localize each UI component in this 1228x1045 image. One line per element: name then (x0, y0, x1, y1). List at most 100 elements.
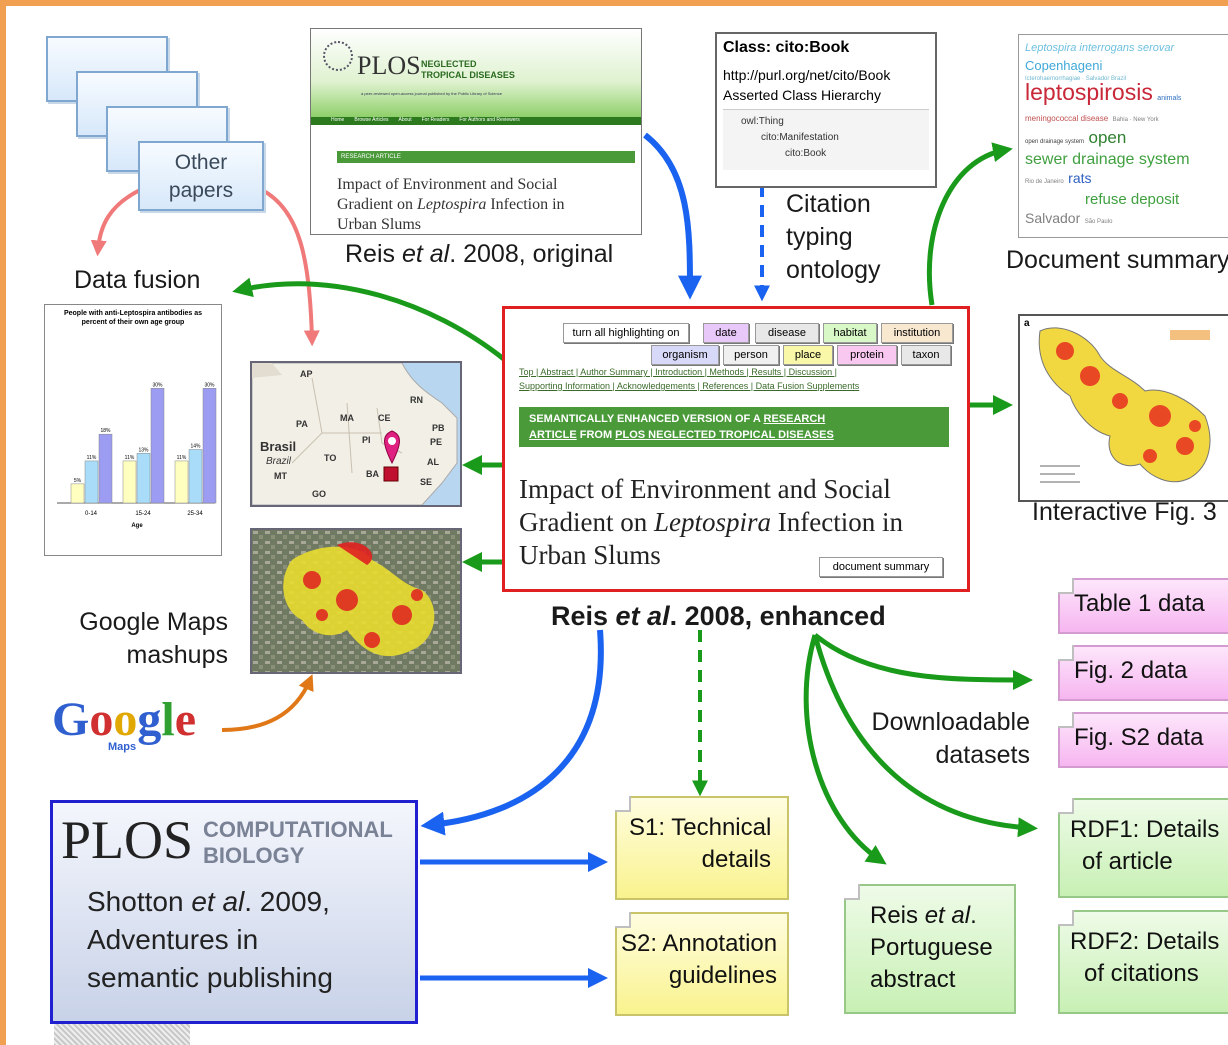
google-maps-mashup[interactable] (250, 528, 462, 674)
map-state-label: TO (324, 453, 336, 463)
map-country-sub: Brazil (266, 456, 292, 467)
category-label: 0-14 (85, 511, 98, 517)
enhanced-title-2b: Leptospira (653, 507, 771, 537)
highlight-tag[interactable]: date (703, 323, 749, 343)
arrow-google-to-mashup (221, 674, 314, 732)
google-logo-letter: l (161, 693, 175, 746)
arrow-to-portuguese (803, 634, 887, 865)
bar-value-label: 11% (125, 455, 135, 461)
cloud-word: open drainage system (1025, 139, 1085, 145)
google-maps-logo: Google (52, 692, 196, 747)
map-state-label: SE (420, 477, 432, 487)
interactive-fig-caption: Interactive Fig. 3 (1032, 498, 1217, 526)
bar (202, 388, 217, 504)
s2-line2: guidelines (668, 962, 777, 989)
enhanced-title-2a: Gradient on (519, 507, 654, 537)
cito-caption-2: typing (786, 223, 853, 251)
document-summary-button[interactable]: document summary (819, 557, 943, 577)
caption-part: . 2008, original (449, 240, 614, 268)
caption-part: et al (615, 601, 670, 631)
cito-hierarchy-title: Asserted Class Hierarchy (723, 87, 881, 103)
fig-panel-label: a (1024, 318, 1030, 329)
map-pin-icon (383, 430, 400, 482)
mashup-heatmap-svg (252, 530, 460, 672)
cloud-word: Salvador (1025, 210, 1081, 226)
google-caption-1: Google Maps (79, 608, 228, 636)
banner-link[interactable]: RESEARCH (763, 413, 826, 425)
cloud-word: sewer drainage system (1025, 151, 1190, 168)
nav-item[interactable]: About (398, 117, 412, 123)
cloud-word: Copenhageni (1025, 58, 1103, 73)
s1-line1: S1: Technical (629, 814, 772, 841)
rdf1-line2: of article (1082, 848, 1173, 875)
data-fusion-label: Data fusion (74, 266, 201, 294)
highlight-tag[interactable]: taxon (901, 345, 951, 365)
section-links-1[interactable]: Top | Abstract | Author Summary | Introd… (519, 367, 837, 377)
tree-node: cito:Manifestation (761, 132, 839, 143)
tree-node: cito:Book (785, 148, 827, 159)
nav-item[interactable]: For Authors and Reviewers (459, 117, 520, 123)
section-links-2[interactable]: Supporting Information | Acknowledgement… (519, 381, 860, 391)
portuguese-abstract[interactable]: Reis et al. Portuguese abstract (844, 884, 1016, 1014)
plos-logo-icon (323, 41, 353, 71)
enhanced-title-2c: Infection in (771, 507, 903, 537)
s1-technical-details[interactable]: S1: Technical details (615, 796, 789, 900)
cito-class-title: Class: cito:Book (723, 39, 850, 56)
document-summary-caption: Document summary (1006, 246, 1228, 274)
bar (98, 433, 113, 504)
s2-annotation-guidelines[interactable]: S2: Annotation guidelines (615, 912, 789, 1016)
plos-comp-line1a: Shotton (87, 886, 192, 917)
bar-value-label: 5% (74, 478, 82, 484)
cloud-word: Icterohaemorrhagiae · Salvador Brazil (1025, 76, 1127, 82)
cloud-word: Rio de Janeiro (1025, 179, 1064, 185)
highlight-tag[interactable]: place (783, 345, 833, 365)
interactive-fig3[interactable]: a (1018, 314, 1228, 502)
cloud-word: rats (1068, 170, 1092, 186)
rdf1-details-of-article[interactable]: RDF1: Details of article (1058, 798, 1228, 898)
plos-ntd-header: PLOS NEGLECTED TROPICAL DISEASES a peer-… (311, 29, 641, 117)
pt-line1c: . (970, 902, 977, 929)
caption-part: Reis (551, 601, 616, 631)
fig3-heatmap-svg (1038, 327, 1211, 483)
map-state-label: GO (312, 489, 326, 499)
highlight-tag[interactable]: habitat (823, 323, 877, 343)
ntd-tagline: a peer-reviewed open-access journal publ… (361, 91, 502, 96)
category-label: 25-34 (187, 511, 203, 517)
plos-comp-line3: semantic publishing (87, 962, 333, 993)
brazil-map[interactable]: AP PA MA CE RN PB PE AL SE PI TO BA GO M… (250, 361, 462, 507)
highlight-tag[interactable]: institution (881, 323, 953, 343)
bar-chart-svg: 5%11%18%0-1411%13%30%15-2411%14%30%25-34… (57, 382, 217, 529)
bar (70, 483, 85, 504)
bar-value-label: 13% (138, 447, 149, 453)
scribble-artifact (54, 1024, 190, 1045)
banner-link[interactable]: ARTICLE (529, 429, 577, 441)
data-fusion-chart: People with anti-Leptospira antibodies a… (44, 304, 222, 556)
cito-url: http://purl.org/net/cito/Book (723, 67, 891, 83)
highlight-tag[interactable]: turn all highlighting on (563, 323, 689, 343)
map-country-label: Brasil (260, 439, 296, 454)
cito-caption-1: Citation (786, 190, 871, 218)
nav-item[interactable]: Browse Articles (354, 117, 389, 123)
cloud-word: leptospirosis (1025, 79, 1153, 105)
word-cloud: Leptospira interrogans serovar Copenhage… (1018, 34, 1228, 238)
highlight-tag[interactable]: person (723, 345, 779, 365)
table1-data[interactable]: Table 1 data (1058, 578, 1228, 634)
ntd-title-2: TROPICAL DISEASES (421, 70, 515, 80)
nav-item[interactable]: For Readers (421, 117, 450, 123)
original-paper-screenshot: PLOS NEGLECTED TROPICAL DISEASES a peer-… (310, 28, 642, 235)
plos-logo-text: PLOS (357, 51, 421, 80)
figs2-data[interactable]: Fig. S2 data (1058, 712, 1228, 768)
map-state-label: PE (430, 437, 442, 447)
ntd-title-1: NEGLECTED (421, 59, 477, 69)
rdf2-details-of-citations[interactable]: RDF2: Details of citations (1058, 910, 1228, 1014)
fig2-data[interactable]: Fig. 2 data (1058, 645, 1228, 701)
highlight-tag[interactable]: organism (651, 345, 719, 365)
datasets-caption-1: Downloadable (871, 708, 1030, 736)
highlight-tag[interactable]: disease (755, 323, 819, 343)
nav-item[interactable]: Home (331, 117, 345, 123)
cloud-word: Leptospira interrogans serovar (1025, 42, 1175, 54)
caption-part: Reis (345, 240, 402, 268)
banner-link[interactable]: PLOS NEGLECTED TROPICAL DISEASES (615, 429, 834, 441)
highlight-tag[interactable]: protein (837, 345, 897, 365)
